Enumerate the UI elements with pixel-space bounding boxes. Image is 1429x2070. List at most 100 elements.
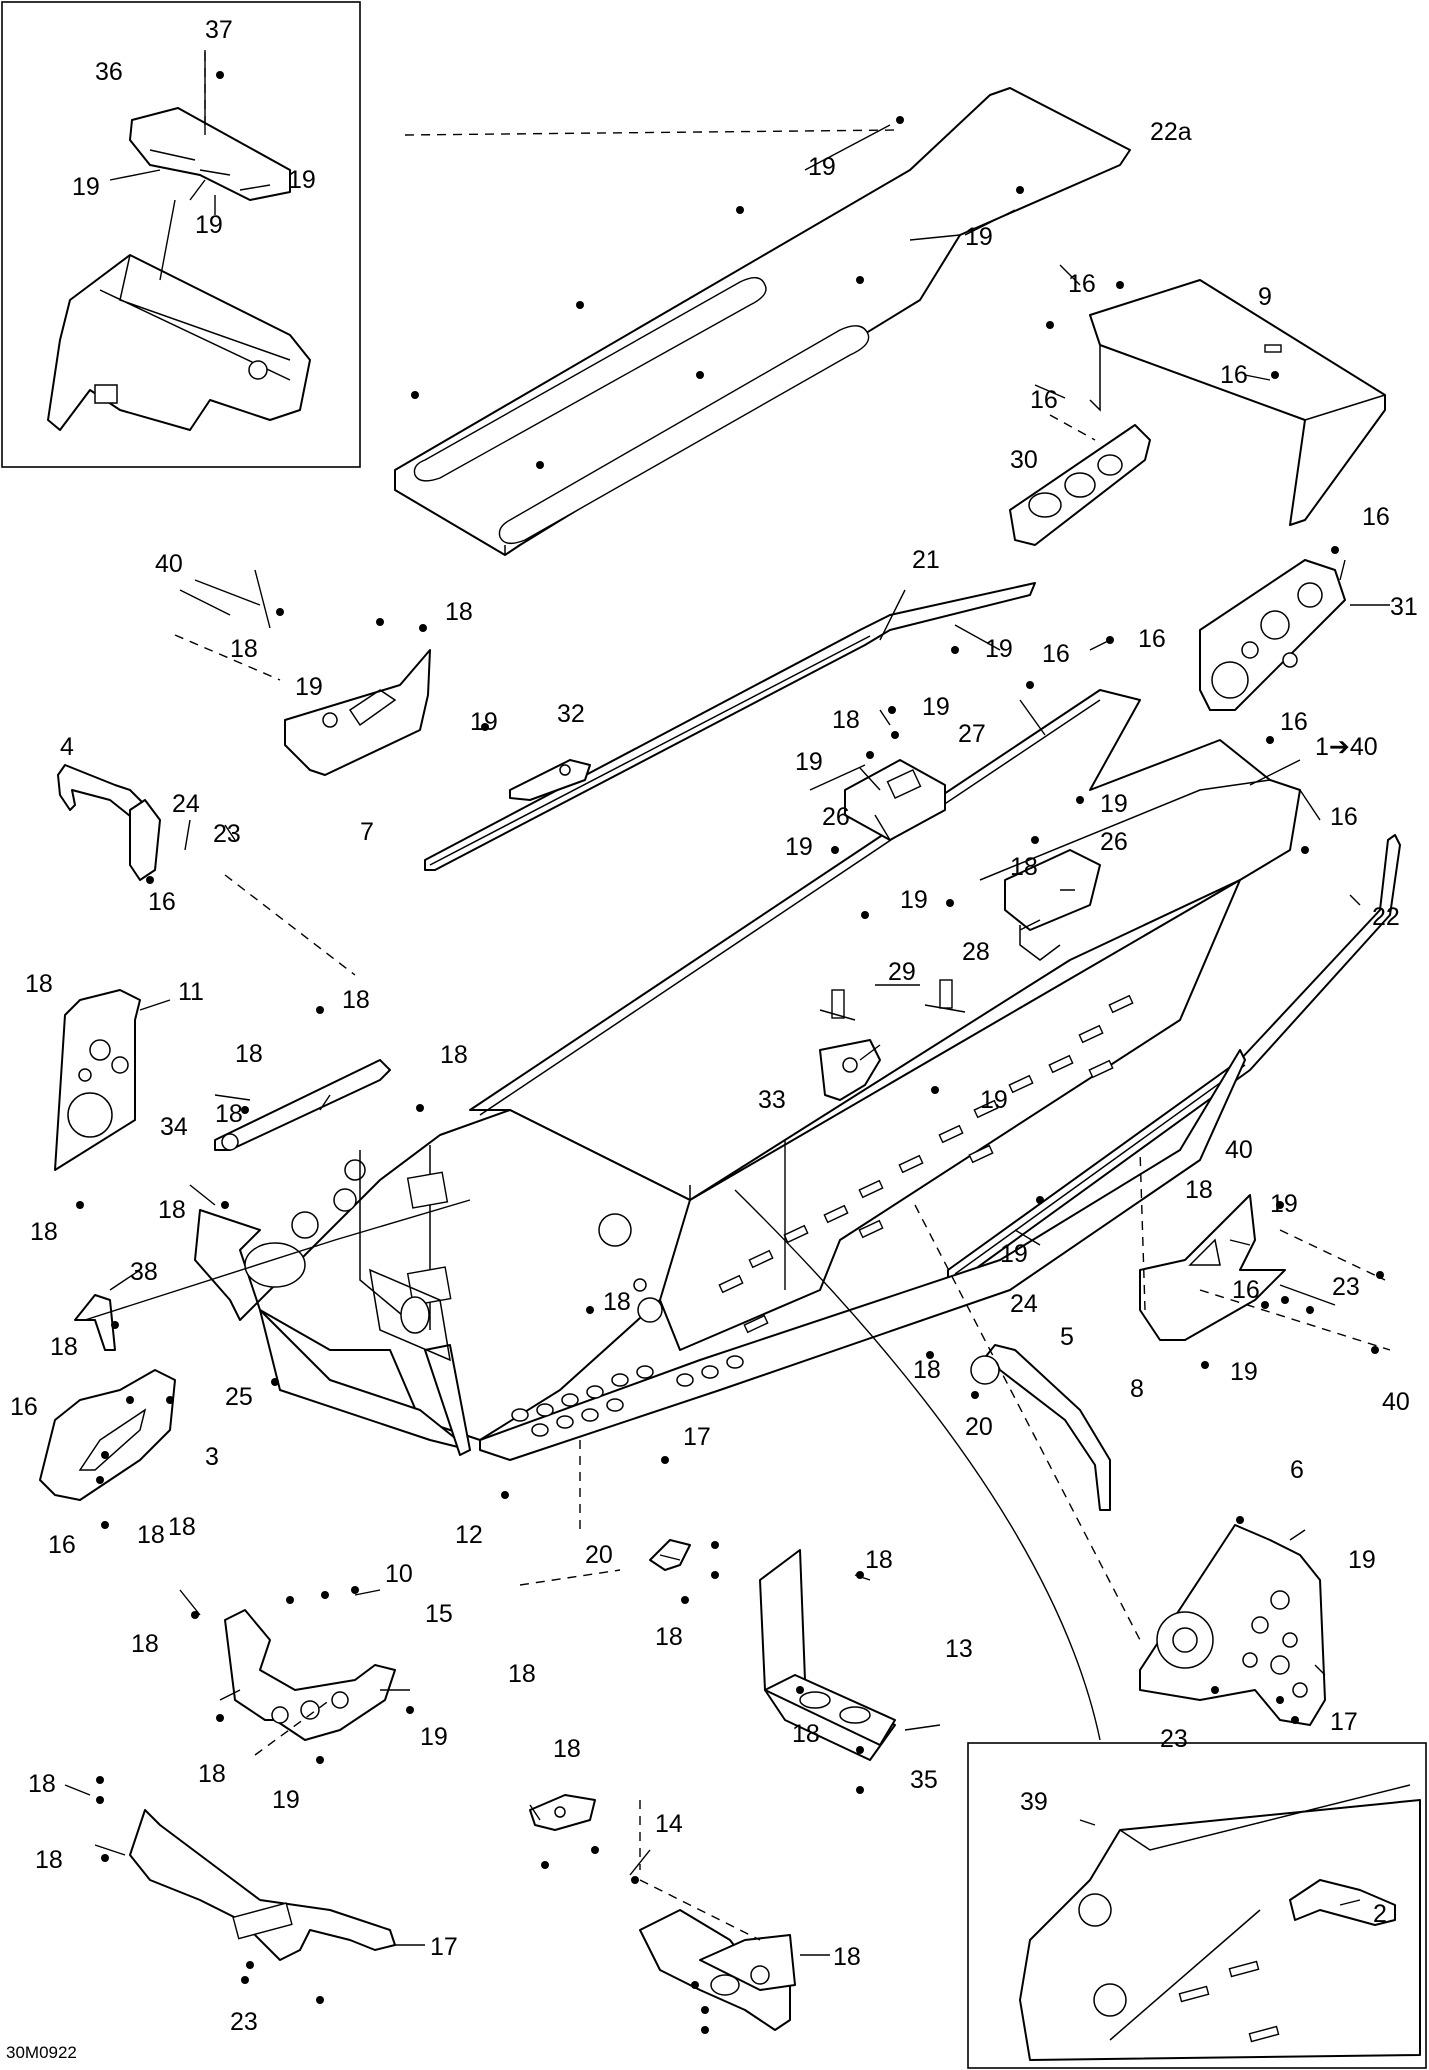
part-13 <box>529 1794 596 1831</box>
callout: 16 <box>1362 503 1390 531</box>
callout: 18 <box>833 1943 861 1971</box>
callout: 20 <box>585 1541 613 1569</box>
figure-code: 30M0922 <box>6 2043 77 2062</box>
callout: 10 <box>385 1560 413 1588</box>
callout: 17 <box>683 1423 711 1451</box>
callout: 16 <box>1232 1276 1260 1304</box>
bracket-28 <box>1004 849 1101 961</box>
callout: 24 <box>1010 1290 1038 1318</box>
callout: 18 <box>168 1513 196 1541</box>
callout: 23 <box>1332 1273 1360 1301</box>
callout: 18 <box>28 1770 56 1798</box>
callout: 18 <box>25 970 53 998</box>
callout: 19 <box>795 748 823 776</box>
callout: 18 <box>655 1623 683 1651</box>
callout: 18 <box>913 1356 941 1384</box>
callout: 40 <box>1225 1136 1253 1164</box>
callout: 19 <box>72 173 100 201</box>
callout: 18 <box>603 1288 631 1316</box>
part-30 <box>1009 424 1151 546</box>
callout: 19 <box>195 211 223 239</box>
callout: 23 <box>1160 1725 1188 1753</box>
callout: 23 <box>213 820 241 848</box>
callout-leaders <box>64 124 1390 1956</box>
part-5 <box>970 1344 1111 1511</box>
callout: 18 <box>35 1846 63 1874</box>
callout: 19 <box>808 153 836 181</box>
part-7 <box>284 649 431 776</box>
part-33 <box>819 1039 881 1101</box>
callout: 38 <box>130 1258 158 1286</box>
callout: 26 <box>1100 828 1128 856</box>
inset-top-left <box>1 1 361 468</box>
callout: 16 <box>1138 625 1166 653</box>
callout: 11 <box>178 978 204 1006</box>
callout: 37 <box>205 16 233 44</box>
bracket-3 <box>39 1369 176 1501</box>
part-6 <box>649 1539 691 1571</box>
part-8 <box>1139 1194 1286 1341</box>
callout: 19 <box>900 886 928 914</box>
inset-bottom-right <box>967 1742 1427 2069</box>
callout: 18 <box>215 1100 243 1128</box>
callout: 7 <box>360 818 374 846</box>
part-32 <box>509 759 591 801</box>
part-12 <box>1139 1524 1326 1726</box>
fasteners <box>76 71 1384 2034</box>
callout-labels: 37 36 19 19 19 19 19 22a 16 9 16 16 30 1… <box>6 16 1418 2062</box>
callout: 1➔40 <box>1315 733 1378 761</box>
part-2 <box>129 1809 396 1961</box>
callout: 18 <box>792 1720 820 1748</box>
callout: 19 <box>1230 1358 1258 1386</box>
callout: 28 <box>962 938 990 966</box>
panel-9 <box>1089 279 1386 526</box>
part-38 <box>74 1294 116 1351</box>
callout: 18 <box>1185 1176 1213 1204</box>
callout: 23 <box>230 2008 258 2036</box>
callout: 19 <box>1348 1546 1376 1574</box>
callout: 21 <box>912 546 940 574</box>
callout: 19 <box>288 166 316 194</box>
callout: 16 <box>10 1393 38 1421</box>
callout: 18 <box>832 706 860 734</box>
callout: 30 <box>1010 446 1038 474</box>
callout: 19 <box>985 635 1013 663</box>
part-11 <box>54 989 141 1171</box>
callout: 16 <box>1042 640 1070 668</box>
callout: 18 <box>230 635 258 663</box>
callout: 12 <box>455 1521 483 1549</box>
callout: 18 <box>131 1630 159 1658</box>
callout: 31 <box>1390 593 1418 621</box>
callout: 17 <box>430 1933 458 1961</box>
callout: 25 <box>225 1383 253 1411</box>
rail-21 <box>424 582 1036 871</box>
callout: 15 <box>425 1600 453 1628</box>
callout: 19 <box>272 1786 300 1814</box>
callout: 32 <box>557 700 585 728</box>
callout: 27 <box>958 720 986 748</box>
callout: 24 <box>172 790 200 818</box>
callout: 18 <box>30 1218 58 1246</box>
callout: 18 <box>137 1521 165 1549</box>
part-31 <box>1199 559 1346 711</box>
callout: 18 <box>342 986 370 1014</box>
callout: 19 <box>470 708 498 736</box>
callout: 16 <box>148 888 176 916</box>
assembly-lines <box>84 129 1391 1941</box>
part-10 <box>224 1609 396 1741</box>
callout: 18 <box>440 1041 468 1069</box>
tunnel-cover-22a <box>394 87 1131 556</box>
callout: 16 <box>1068 270 1096 298</box>
callout: 3 <box>205 1443 219 1471</box>
callout: 36 <box>95 58 123 86</box>
callout: 19 <box>965 223 993 251</box>
callout: 19 <box>1100 790 1128 818</box>
callout: 18 <box>445 598 473 626</box>
callout: 18 <box>235 1040 263 1068</box>
main-chassis <box>194 689 1301 1461</box>
callout: 29 <box>888 958 916 986</box>
callout: 19 <box>1000 1240 1028 1268</box>
callout: 40 <box>155 550 183 578</box>
callout: 19 <box>922 693 950 721</box>
